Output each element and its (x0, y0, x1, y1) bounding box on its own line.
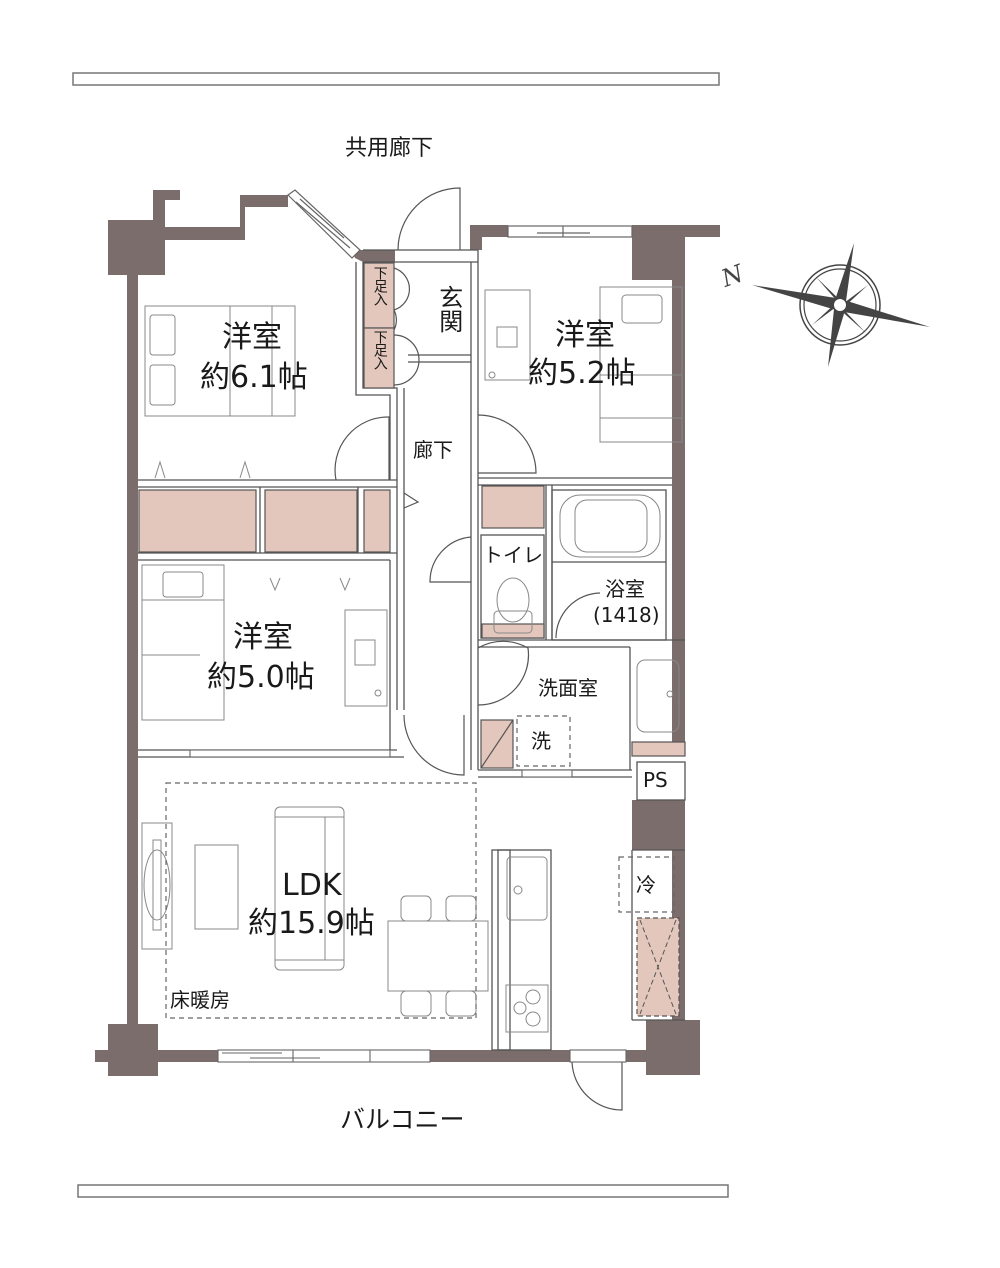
washer-label: 洗 (531, 729, 551, 753)
hallway-label: 廊下 (413, 438, 453, 462)
storage-areas (138, 262, 686, 1017)
washroom-label: 洗面室 (538, 676, 598, 700)
refrigerator-label: 冷 (636, 873, 656, 897)
bedroom2-size: 約5.2帖 (528, 356, 636, 391)
furniture (141, 286, 683, 1033)
shoe-cabinet-2 (363, 327, 395, 389)
windows (189, 749, 627, 1063)
pipe-space-label: PS (643, 768, 668, 792)
top-building-edge (72, 72, 720, 86)
doors (334, 187, 623, 1111)
ldk-name: LDK (282, 868, 342, 903)
shoe-cabinet-1-label: 下足入 (371, 266, 388, 305)
bath-size-label: (1418) (593, 603, 660, 627)
bedroom2-name: 洋室 (555, 318, 615, 353)
closet-hallway (363, 489, 391, 553)
closet-bedroom1-a (138, 489, 257, 553)
bath-label: 浴室 (605, 577, 645, 601)
dashed-zones (165, 715, 675, 1019)
floor-heating-label: 床暖房 (170, 988, 230, 1012)
bottom-building-edge (77, 1184, 729, 1198)
balcony-label: バルコニー (340, 1105, 465, 1134)
diagonal-window (287, 189, 361, 259)
hallway-closet-handle (403, 492, 420, 509)
toilet-shelf (481, 623, 545, 639)
entrance-label: 玄関 (434, 285, 463, 333)
toilet-label: トイレ (483, 543, 543, 567)
bedroom1-name: 洋室 (222, 320, 282, 355)
compass-rose-icon (752, 243, 930, 367)
floor-heating-zone (165, 782, 477, 1019)
window-bedroom2 (507, 225, 633, 238)
fridge-space (618, 856, 675, 913)
common-corridor-label: 共用廊下 (345, 136, 434, 161)
bedroom1-size: 約6.1帖 (200, 360, 308, 395)
shoe-cabinet-1 (363, 262, 395, 329)
bedroom3-name: 洋室 (233, 620, 293, 655)
closet-bedroom2 (481, 485, 545, 529)
exterior-walls (95, 190, 720, 1076)
ldk-size: 約15.9帖 (248, 906, 375, 941)
bedroom3-size: 約5.0帖 (207, 660, 315, 695)
wash-shelf (631, 741, 686, 757)
shoe-cabinet-2-label: 下足入 (371, 330, 388, 369)
washer-space (516, 715, 571, 767)
closet-bedroom3 (264, 489, 358, 553)
